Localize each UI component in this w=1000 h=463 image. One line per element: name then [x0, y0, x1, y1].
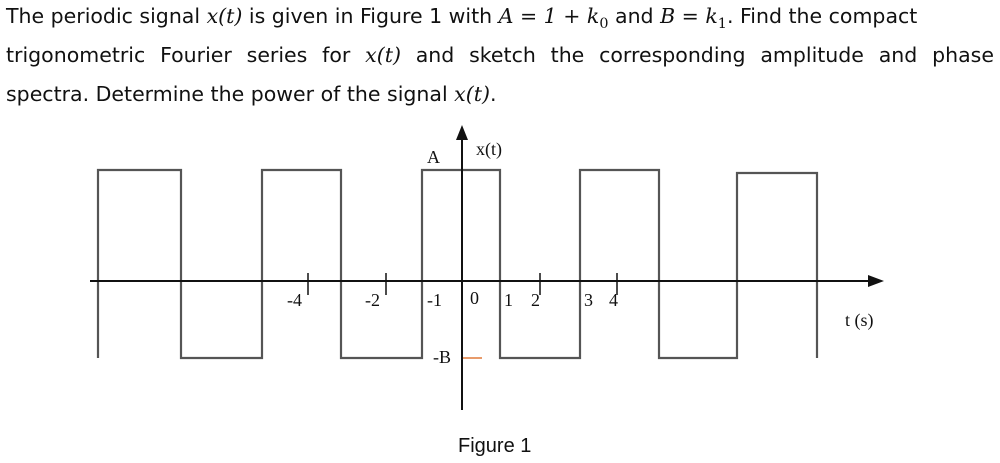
x-axis-label: t (s) — [845, 310, 874, 331]
math-x-of-t: x(t) — [454, 82, 490, 106]
math-B-eq: B = k — [660, 4, 718, 28]
signal-waveform — [96, 168, 819, 360]
text: . Find the compact — [726, 4, 918, 28]
tick-label: 4 — [609, 290, 618, 310]
word: and — [415, 43, 455, 67]
math-x-of-t: x(t) — [206, 4, 243, 28]
problem-line-3: spectra. Determine the power of the sign… — [6, 82, 497, 106]
math-x-of-t: x(t) — [365, 43, 401, 67]
figure-caption: Figure 1 — [458, 435, 531, 457]
text: spectra. Determine the power of the sign… — [6, 82, 455, 106]
tick-label: -4 — [287, 290, 302, 310]
math-sub-0: 0 — [599, 16, 609, 33]
word: amplitude — [760, 43, 864, 67]
text: is given in Figure 1 with — [242, 4, 499, 28]
word: for — [322, 43, 351, 67]
problem-line-2: trigonometric Fourier series for x(t) an… — [6, 43, 994, 67]
tick-label: -1 — [427, 290, 442, 310]
word: phase — [932, 43, 994, 67]
word: corresponding — [599, 43, 746, 67]
word: and — [878, 43, 918, 67]
text: . — [489, 82, 497, 106]
math-A-eq: A = 1 + k — [498, 4, 600, 28]
problem-line-1: The periodic signal x(t) is given in Fig… — [6, 4, 917, 32]
word: trigonometric — [6, 43, 146, 67]
tick-label: 3 — [584, 290, 593, 310]
amplitude-b-label: -B — [433, 347, 451, 367]
text: and — [608, 4, 661, 28]
tick-label: 1 — [504, 290, 513, 310]
math-sub-1: 1 — [717, 16, 727, 33]
y-axis-label: x(t) — [476, 139, 502, 160]
tick-label: -2 — [365, 290, 380, 310]
word: Fourier — [160, 43, 232, 67]
word: series — [246, 43, 308, 67]
word: sketch — [469, 43, 536, 67]
amplitude-a-label: A — [427, 147, 440, 167]
t-axis-arrow-icon — [868, 275, 884, 287]
y-axis-arrow-icon — [456, 125, 468, 140]
word: the — [550, 43, 585, 67]
tick-label: 2 — [531, 290, 540, 310]
text: The periodic signal — [6, 4, 207, 28]
tick-label: 0 — [470, 288, 479, 308]
